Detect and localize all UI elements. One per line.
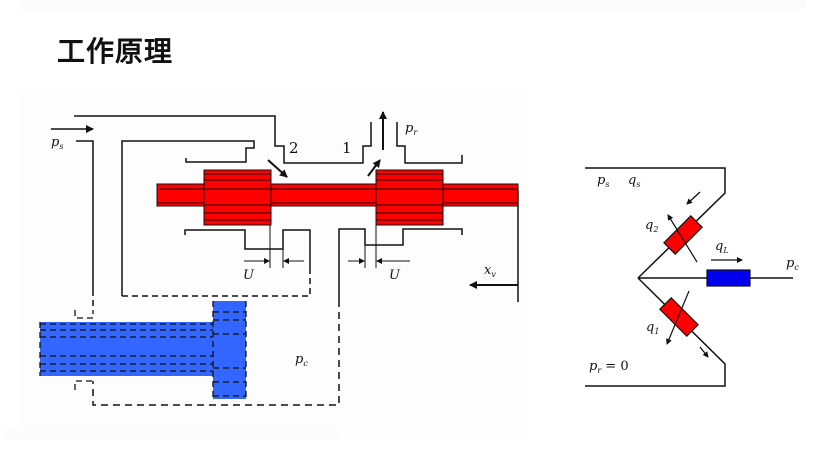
footer-band bbox=[5, 430, 340, 440]
underlap-right-label: U bbox=[389, 268, 401, 283]
bridge-supply-pressure-label: ps bbox=[597, 173, 609, 189]
load-flow-label: qL bbox=[715, 239, 729, 255]
valve-diagram bbox=[51, 111, 519, 406]
bridge-diagram bbox=[585, 167, 793, 387]
supply-flow-arrow-icon bbox=[686, 191, 701, 205]
port-2-label: 2 bbox=[289, 139, 299, 157]
spool bbox=[156, 169, 519, 226]
bridge-return-pressure-label: pr = 0 bbox=[589, 359, 629, 375]
page-title: 工作原理 bbox=[57, 35, 174, 68]
orifice-2-flow-label: q2 bbox=[645, 218, 658, 234]
port-2-arrow-icon bbox=[267, 159, 288, 178]
return-pressure-label: pr bbox=[405, 121, 418, 137]
control-line-inner bbox=[121, 140, 255, 296]
port-1-arrow-icon bbox=[367, 159, 381, 177]
load-element bbox=[706, 269, 751, 287]
orifice-2-variable-arrow-icon bbox=[667, 214, 698, 263]
orifice-1-variable-arrow-icon bbox=[666, 290, 690, 345]
piston-rod bbox=[40, 322, 215, 376]
supply-pressure-label: ps bbox=[51, 135, 63, 151]
control-line-dashed-right bbox=[92, 300, 340, 406]
actuator-piston bbox=[39, 301, 247, 399]
lower-housing-right bbox=[338, 228, 463, 300]
underlap-left-label: U bbox=[243, 268, 255, 283]
spool-land-right bbox=[375, 169, 444, 226]
orifice-1-flow-label: q1 bbox=[646, 320, 659, 336]
port-1-label: 1 bbox=[342, 139, 352, 157]
orifice-1 bbox=[659, 297, 699, 337]
piston-head bbox=[213, 301, 246, 399]
orifice-2 bbox=[663, 215, 703, 255]
control-pressure-label: pc bbox=[295, 352, 308, 368]
displacement-label: xv bbox=[484, 263, 496, 279]
return-port-wall bbox=[396, 122, 463, 164]
lower-housing-left bbox=[184, 229, 311, 270]
bridge-control-pressure-label: pc bbox=[786, 256, 799, 272]
header-band bbox=[20, 0, 806, 10]
bridge-supply-flow-label: qs bbox=[628, 173, 640, 189]
control-line-dashed-top bbox=[122, 270, 311, 297]
return-flow-arrow-icon bbox=[699, 346, 709, 358]
supply-line-outer bbox=[74, 115, 372, 164]
valve-diagram-panel bbox=[20, 90, 530, 435]
spool-land-left bbox=[203, 169, 272, 226]
supply-line-inner bbox=[76, 140, 94, 290]
